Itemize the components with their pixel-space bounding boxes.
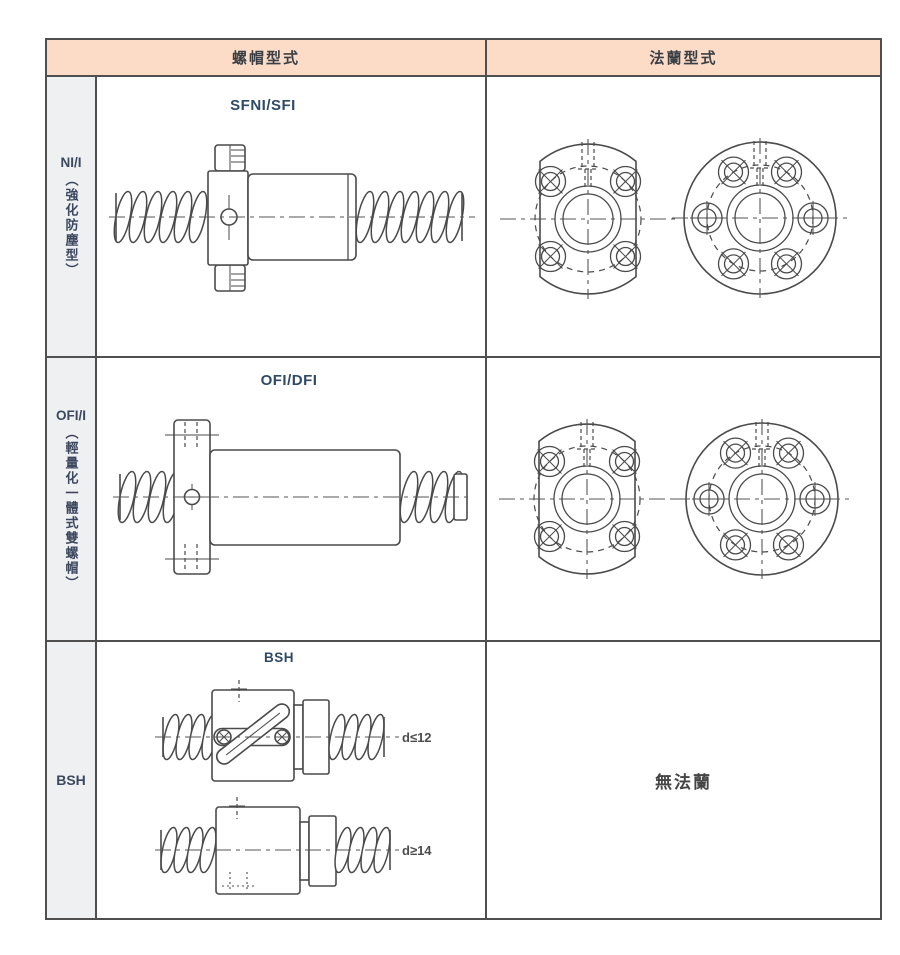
- cell-no-flange: 無法蘭: [487, 642, 880, 918]
- row-code: NI/I: [60, 155, 82, 170]
- cell-ni-flange-views: [487, 77, 880, 358]
- cell-ofi-side-view: OFI/DFI: [97, 358, 487, 642]
- drawing-title: OFI/DFI: [260, 372, 318, 389]
- nut-flange-type-table: 螺帽型式 法蘭型式 NI/I （強化防塵型） SFNI/SFI: [45, 38, 882, 920]
- row-code: OFI/I: [56, 407, 86, 423]
- row-desc: （輕量化一體式雙螺帽）: [63, 425, 79, 591]
- row-label-ofi-i: OFI/I （輕量化一體式雙螺帽）: [47, 358, 97, 642]
- annotation-d-large: d≥14: [402, 843, 432, 858]
- row-label-ni-i: NI/I （強化防塵型）: [47, 77, 97, 358]
- header-nut-type: 螺帽型式: [47, 40, 487, 77]
- drawing-title: BSH: [263, 650, 294, 665]
- ofi-flange-views-drawing: [487, 358, 882, 640]
- row-label-bsh: BSH: [47, 642, 97, 918]
- ofi-dfi-side-view-drawing: [113, 419, 473, 575]
- drawing-title: SFNI/SFI: [230, 97, 296, 114]
- row-code: BSH: [56, 772, 86, 788]
- bsh-side-views-drawing: [155, 680, 399, 895]
- row-desc: （強化防塵型）: [63, 173, 79, 278]
- cell-sfni-side-view: SFNI/SFI: [97, 77, 487, 358]
- cell-ofi-flange-views: [487, 358, 880, 642]
- ni-flange-views-drawing: [487, 77, 882, 356]
- cell-bsh-side-views: BSH: [97, 642, 487, 918]
- annotation-d-small: d≤12: [402, 730, 432, 745]
- sfni-sfi-side-view-drawing: [109, 144, 475, 292]
- header-flange-type: 法蘭型式: [487, 40, 880, 77]
